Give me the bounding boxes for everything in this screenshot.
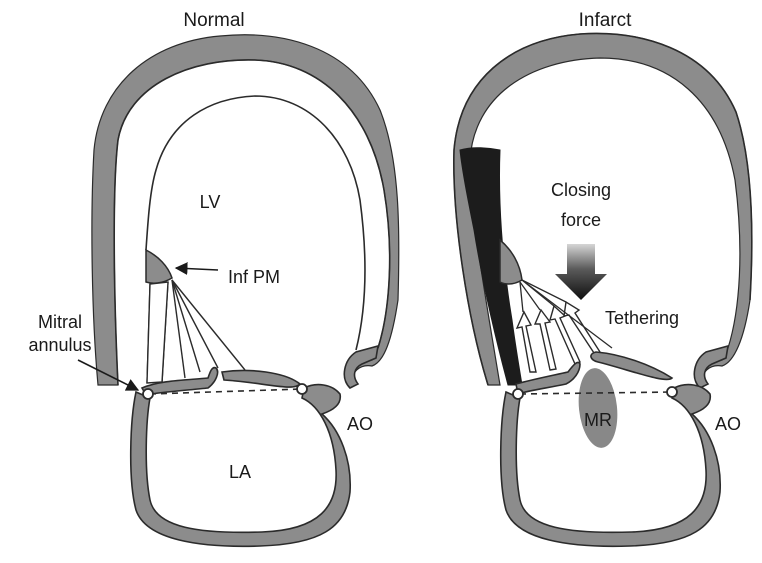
normal-annulus-ring-right — [297, 384, 307, 394]
normal-label-mitral-line1: Mitral — [38, 312, 82, 332]
normal-label-inf-pm: Inf PM — [228, 267, 280, 287]
normal-title: Normal — [183, 10, 244, 31]
infarct-label-ao: AO — [715, 414, 741, 434]
infarct-annulus-ring-right — [667, 387, 677, 397]
infarct-label-closing-line1: Closing — [551, 180, 611, 200]
infarct-lv-cavity — [500, 96, 717, 385]
infarct-annulus-ring-left — [513, 389, 523, 399]
infarct-title: Infarct — [579, 10, 633, 31]
normal-label-mitral-line2: annulus — [28, 335, 91, 355]
normal-lv-cavity — [146, 96, 365, 385]
infarct-label-tethering: Tethering — [605, 308, 679, 328]
normal-label-lv: LV — [200, 192, 221, 212]
infarct-label-mr: MR — [584, 410, 612, 430]
normal-annulus-ring-left — [143, 389, 153, 399]
panel-infarct: Infarct — [454, 10, 752, 546]
panel-normal: Normal LV — [28, 10, 398, 546]
normal-label-ao: AO — [347, 414, 373, 434]
normal-label-la: LA — [229, 462, 251, 482]
infarct-label-closing-line2: force — [561, 210, 601, 230]
